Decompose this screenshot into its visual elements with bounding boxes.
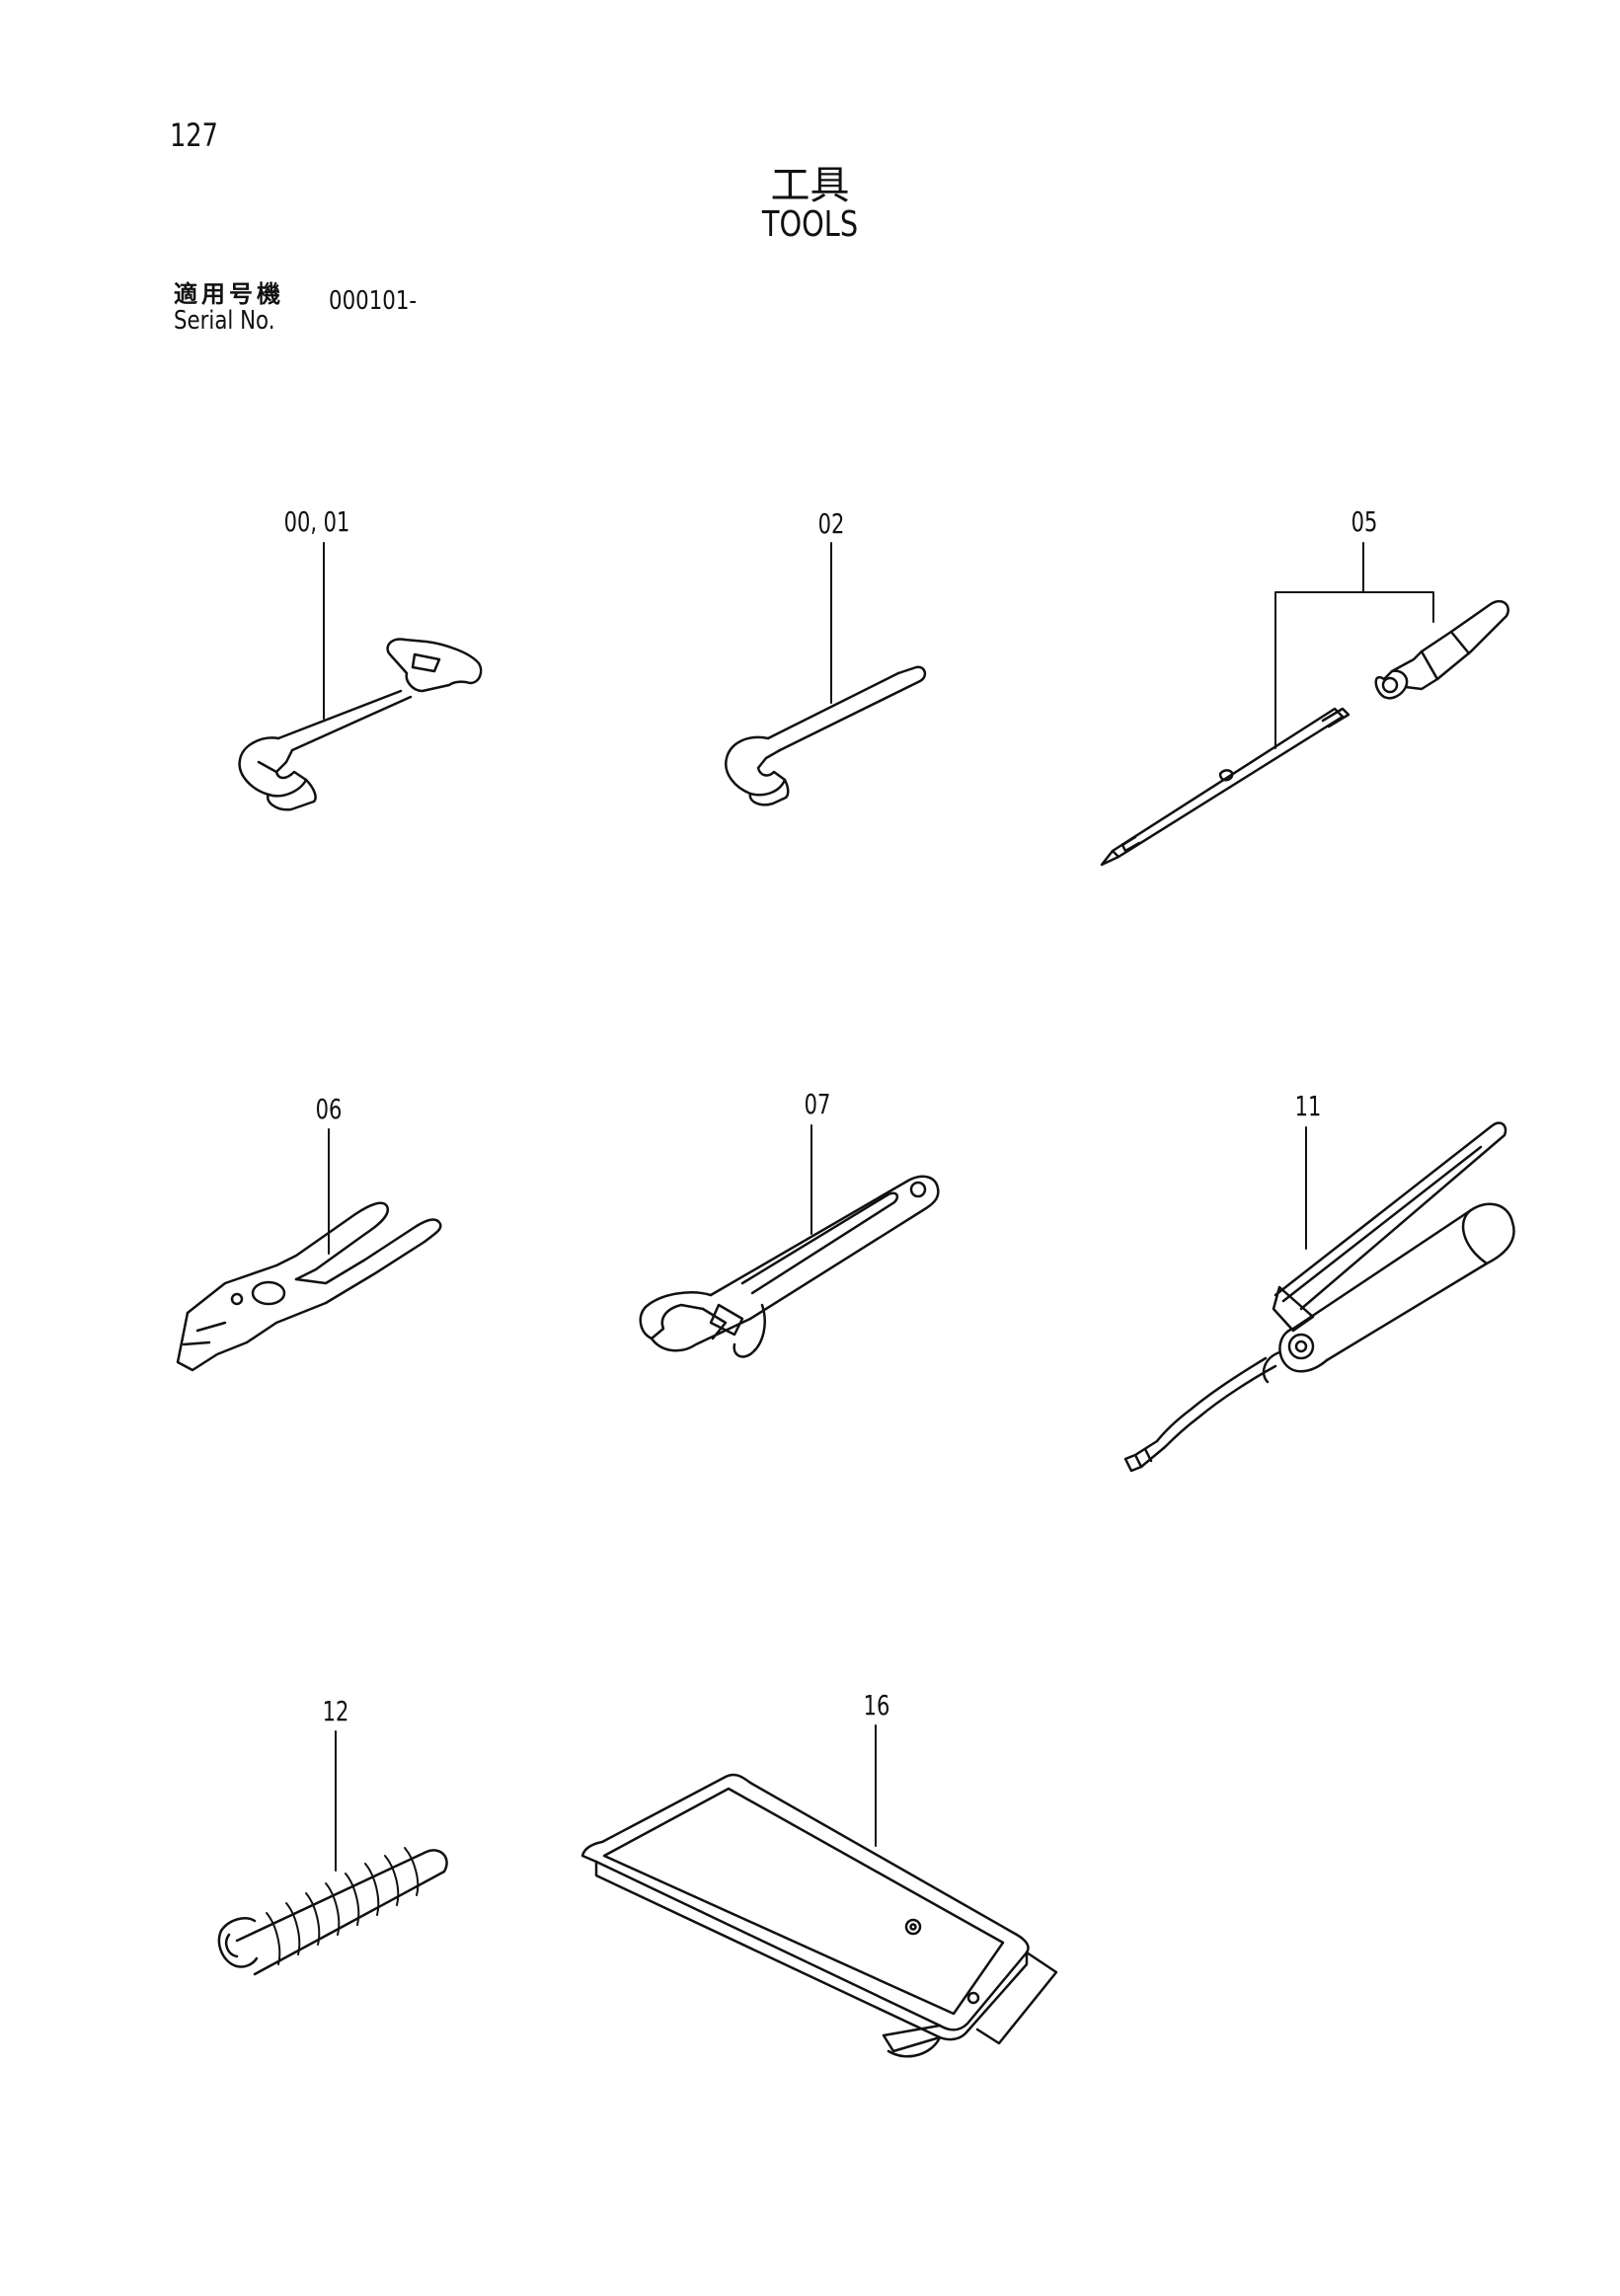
callout-label-05: 05 — [1350, 505, 1378, 538]
callout-label-12: 12 — [322, 1695, 349, 1727]
grease-gun-icon — [1125, 1123, 1514, 1471]
callout-label-16: 16 — [863, 1689, 890, 1722]
callout-label-06: 06 — [315, 1093, 343, 1125]
tool-bag-icon — [582, 1775, 1056, 2056]
page-title-english: TOOLS — [761, 204, 859, 245]
page-number: 127 — [170, 116, 218, 154]
serial-label-japanese: 適用号機 — [174, 280, 284, 308]
callout-label-11: 11 — [1294, 1090, 1322, 1122]
screwdriver-set-icon — [1102, 601, 1508, 865]
pliers-icon — [178, 1203, 440, 1370]
adjustable-wrench-icon — [641, 1177, 939, 1357]
single-open-end-wrench-icon — [726, 667, 925, 804]
leader-lines — [324, 543, 1433, 1871]
page-title-japanese: 工具 — [770, 163, 850, 208]
double-open-end-wrench-icon — [240, 639, 482, 809]
callout-label-02: 02 — [817, 507, 845, 540]
serial-label-english: Serial No. — [174, 306, 275, 336]
serial-number-value: 000101- — [329, 286, 418, 316]
callout-label-00-01: 00, 01 — [283, 505, 350, 538]
grease-nozzle-hose-icon — [219, 1848, 447, 1974]
callout-label-07: 07 — [804, 1088, 831, 1120]
